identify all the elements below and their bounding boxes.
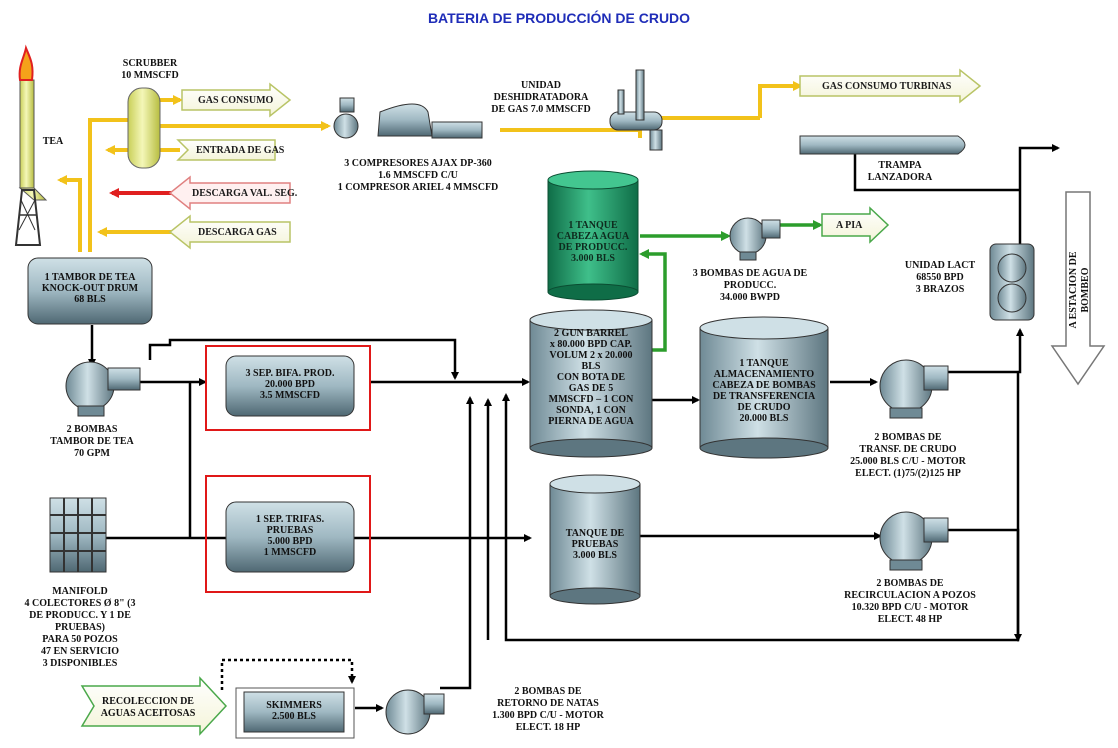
- manifold: [49, 497, 107, 573]
- arrow-descarga-gas: [168, 214, 291, 250]
- label-skimmers: SKIMMERS 2.500 BLS: [266, 700, 322, 722]
- label-knockout: 1 TAMBOR DE TEA KNOCK-OUT DRUM 68 BLS: [41, 272, 139, 305]
- label-flare: TEA: [42, 136, 64, 147]
- arrow-label-estacion-bombeo: A ESTACION DE BOMBEO: [1068, 251, 1091, 329]
- skimmers-frame: [235, 687, 355, 739]
- arrow-label-a-pia: A PIA: [836, 220, 863, 231]
- label-flare-pumps: 2 BOMBAS TAMBOR DE TEA 70 GPM: [50, 424, 134, 459]
- arrow-gas-consumo: [181, 82, 292, 118]
- dehydration-unit: [609, 69, 663, 151]
- skimmers-unit: [243, 691, 345, 733]
- scrubber-vessel: [127, 87, 161, 169]
- water-pump: [729, 217, 781, 261]
- label-water-tank: 1 TANQUE CABEZA AGUA DE PRODUCC. 3.000 B…: [556, 220, 630, 264]
- flare-drum-pump: [65, 361, 141, 417]
- storage-tank: [699, 316, 829, 459]
- arrow-descarga-val: [168, 175, 291, 211]
- water-tank: [547, 170, 639, 301]
- label-transfer-pumps: 2 BOMBAS DE TRANSF. DE CRUDO 25.000 BLS …: [850, 432, 966, 479]
- arrow-recoleccion: [80, 676, 228, 736]
- recirculation-pump: [879, 511, 949, 571]
- arrow-estacion-bombeo: [1050, 191, 1106, 386]
- sep-triphase-vessel: [225, 501, 355, 573]
- compressor-unit: [333, 97, 483, 139]
- label-gun-barrel: 2 GUN BARREL x 80.000 BPD CAP. VOLUM 2 x…: [548, 328, 634, 427]
- arrow-label-entrada-gas: ENTRADA DE GAS: [196, 145, 285, 156]
- sep-biphase-highlight: [205, 345, 371, 431]
- sep-triphase-highlight: [205, 475, 371, 593]
- label-storage-tank: 1 TANQUE ALMACENAMIENTO CABEZA DE BOMBAS…: [712, 358, 816, 424]
- label-manifold: MANIFOLD 4 COLECTORES Ø 8" (3 DE PRODUCC…: [24, 586, 136, 669]
- arrow-label-gas-turbinas: GAS CONSUMO TURBINAS: [822, 81, 952, 92]
- label-dehydration: UNIDAD DESHIDRATADORA DE GAS 7.0 MMSCFD: [491, 80, 591, 115]
- flame-icon: [18, 44, 34, 81]
- sep-biphase-vessel: [225, 355, 355, 417]
- label-water-pumps: 3 BOMBAS DE AGUA DE PRODUCC. 34.000 BWPD: [692, 268, 808, 303]
- label-scrubber: SCRUBBER 10 MMSCFD: [121, 58, 179, 81]
- gun-barrel-tank: [529, 309, 653, 458]
- label-skim-pumps: 2 BOMBAS DE RETORNO DE NATAS 1.300 BPD C…: [492, 686, 604, 733]
- skim-return-pump: [385, 689, 445, 735]
- launcher-trap: [799, 135, 966, 155]
- arrow-gas-turbinas: [799, 68, 982, 104]
- label-sep-triphase: 1 SEP. TRIFAS. PRUEBAS 5.000 BPD 1 MMSCF…: [255, 514, 325, 558]
- knockout-drum: [27, 257, 153, 325]
- label-lact: UNIDAD LACT 68550 BPD 3 BRAZOS: [904, 260, 976, 295]
- transfer-pump: [879, 359, 949, 419]
- skimmer-bypass-line: [220, 658, 356, 690]
- arrow-label-recoleccion: RECOLECCION DE AGUAS ACEITOSAS: [100, 696, 196, 719]
- arrow-label-descarga-gas: DESCARGA GAS: [198, 227, 277, 238]
- arrow-label-descarga-val: DESCARGA VAL. SEG.: [192, 188, 298, 199]
- arrow-label-gas-consumo: GAS CONSUMO: [198, 95, 274, 106]
- label-launcher: TRAMPA LANZADORA: [867, 160, 933, 183]
- flare-stack: [14, 44, 48, 246]
- arrow-entrada-gas: [176, 139, 276, 161]
- diagram-title: BATERIA DE PRODUCCIÓN DE CRUDO: [427, 10, 691, 26]
- label-compressors: 3 COMPRESORES AJAX DP-360 1.6 MMSCFD C/U…: [337, 158, 499, 193]
- label-test-tank: TANQUE DE PRUEBAS 3.000 BLS: [565, 528, 625, 561]
- test-tank: [549, 474, 641, 605]
- lact-unit: [989, 243, 1035, 321]
- label-recirc-pumps: 2 BOMBAS DE RECIRCULACION A POZOS 10.320…: [844, 578, 976, 625]
- arrow-a-pia: [821, 206, 890, 244]
- label-sep-biphase: 3 SEP. BIFA. PROD. 20.000 BPD 3.5 MMSCFD: [245, 368, 335, 401]
